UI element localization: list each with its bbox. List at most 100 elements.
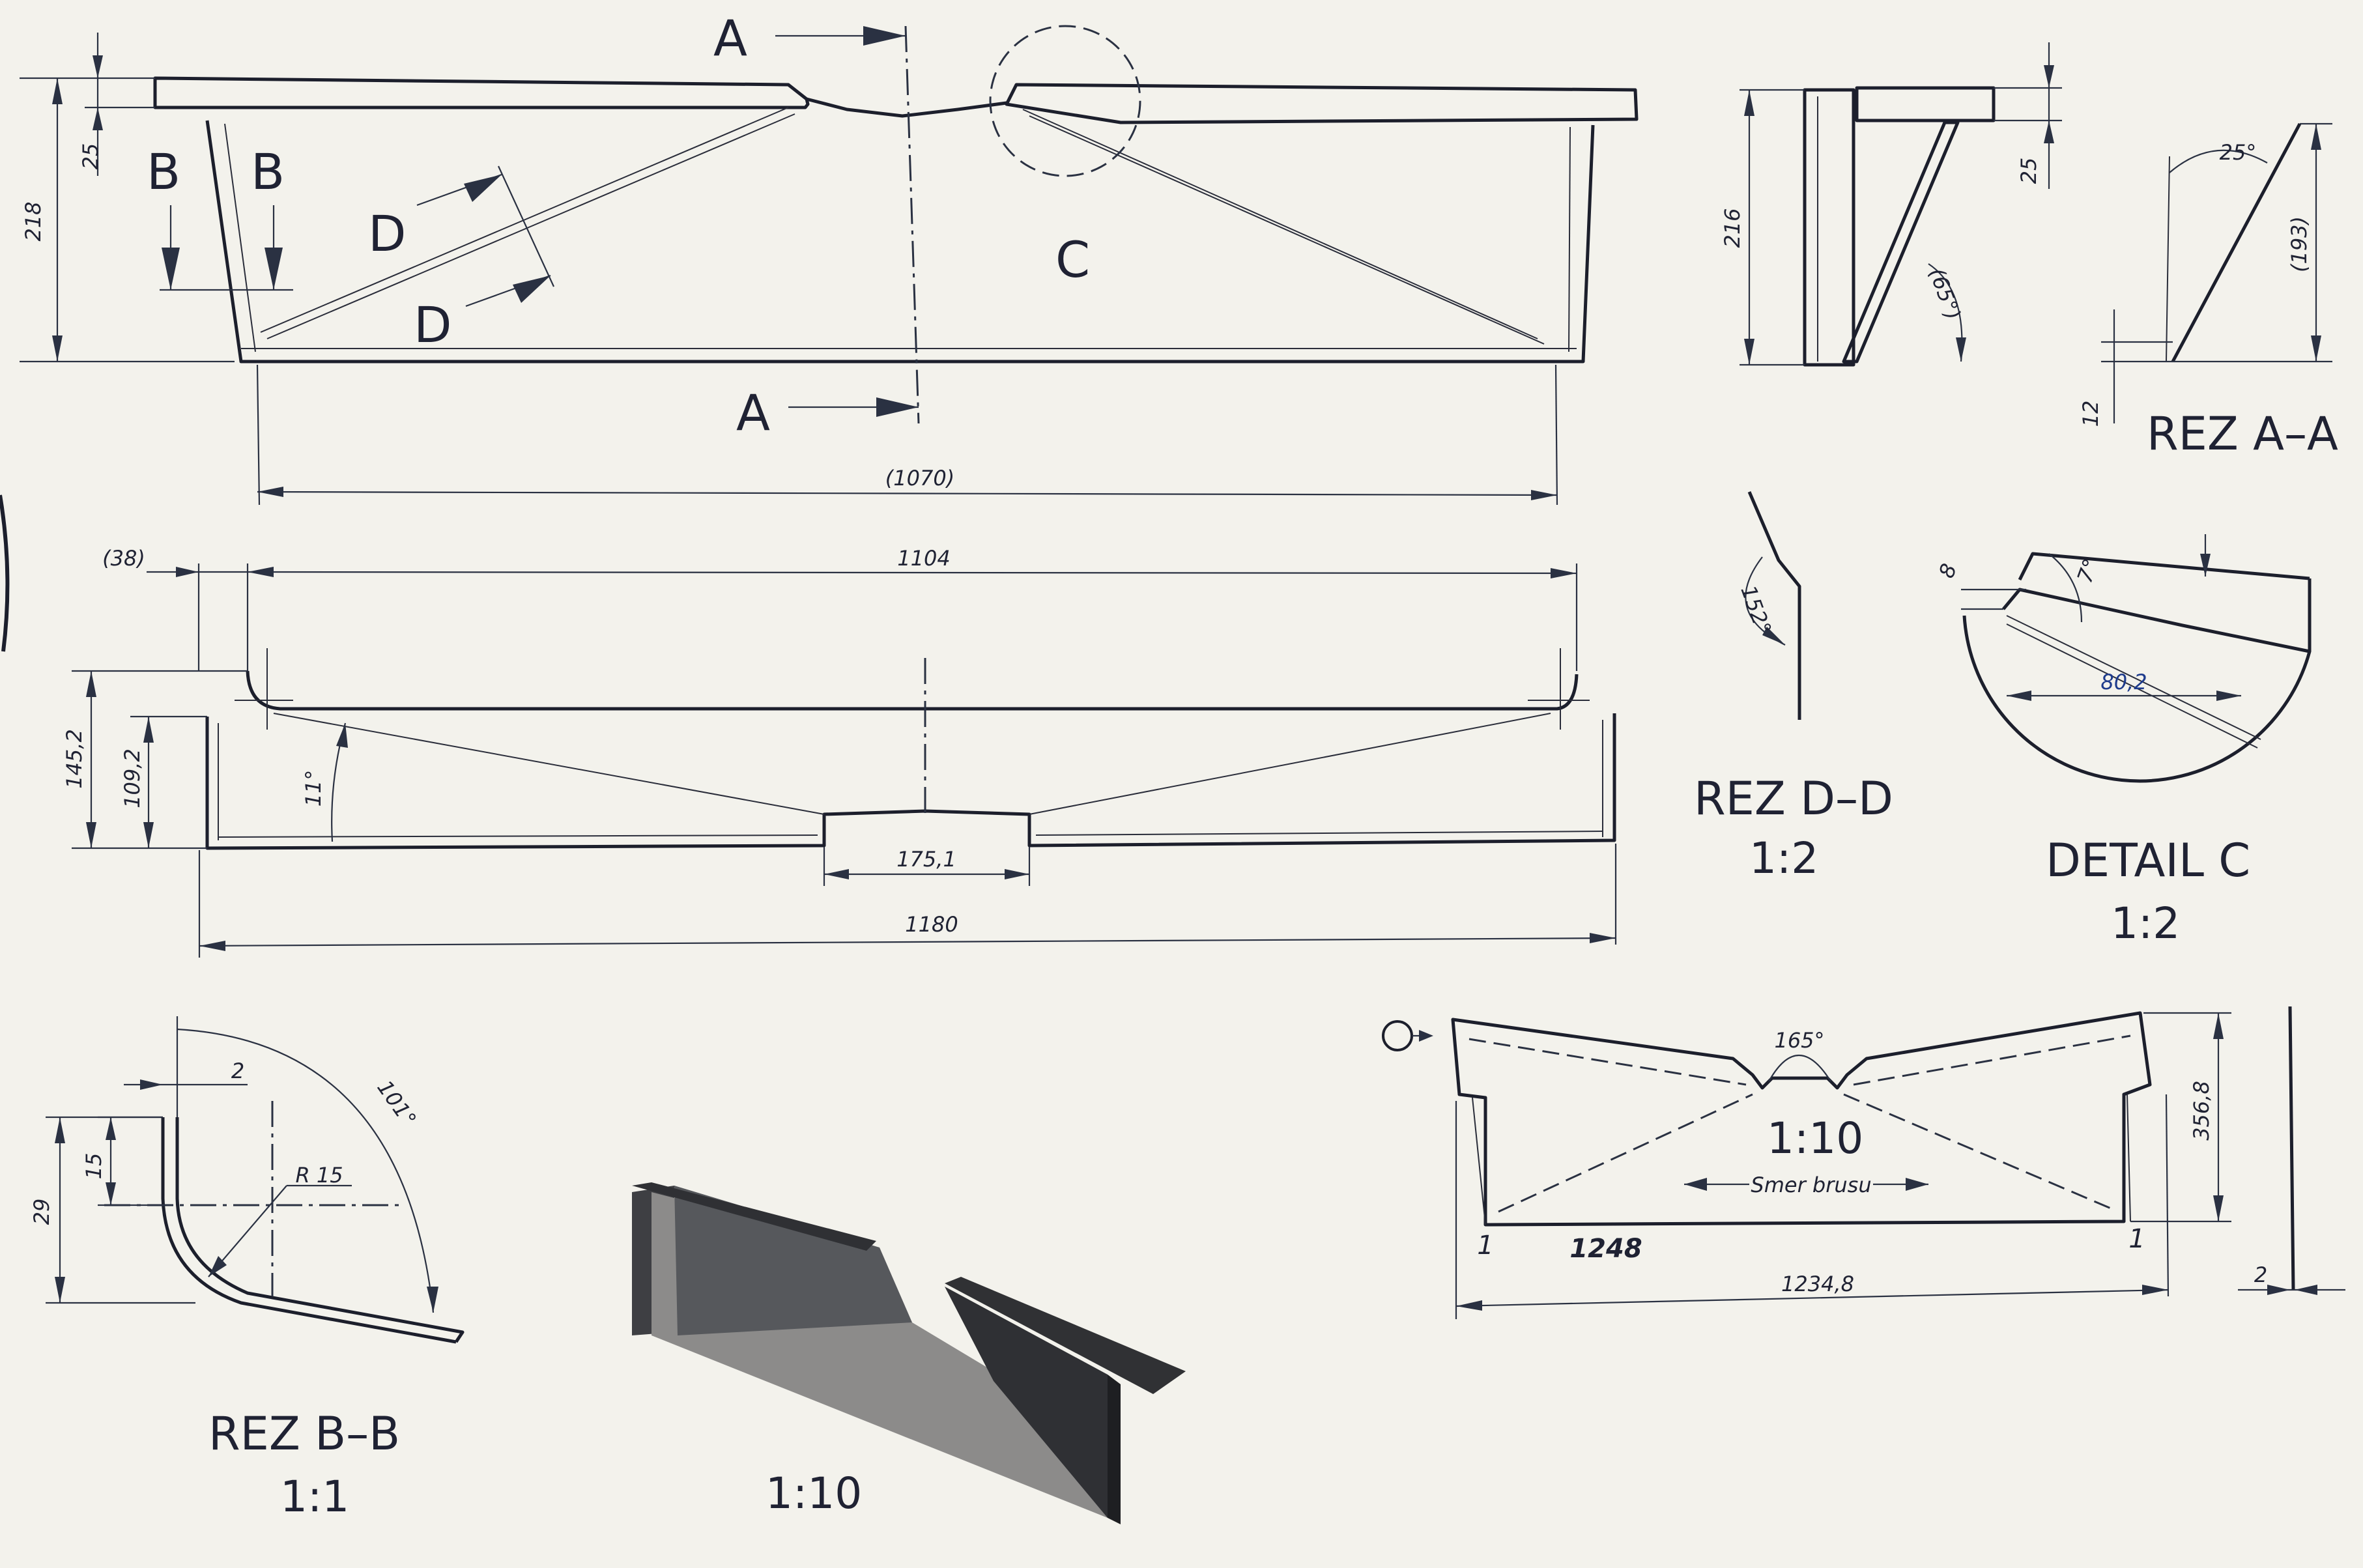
top-view-inner-bottom-left <box>218 834 818 838</box>
dim-11-text: 11° <box>301 770 326 807</box>
dim-25deg-text: 25° <box>2220 140 2257 165</box>
flat-pattern-bend-mark-right: 1 <box>2128 1224 2145 1254</box>
dim-15-arrow-bottom <box>106 1182 116 1205</box>
dim-1070-text: (1070) <box>885 466 954 491</box>
dim-152-text: 152° <box>1736 582 1776 638</box>
section-aa-slope <box>1842 121 1960 363</box>
dim-216-arrow-top <box>1744 90 1754 116</box>
dim-1234-ext-right <box>2165 1094 2170 1297</box>
front-view-left-flange <box>153 76 810 109</box>
section-dd-profile <box>1747 491 1801 720</box>
dim-1180-line <box>199 937 1616 947</box>
dim-218-arrow-bottom <box>52 335 63 362</box>
flat-pattern-left-edge <box>1472 1097 1486 1225</box>
front-view-diagonal-left-b <box>266 113 795 339</box>
flat-pattern: 165° 1:10 Smer brusu 1248 1 1 356,8 1234… <box>1382 1006 2345 1319</box>
dim-356-text: 356,8 <box>2189 1081 2214 1141</box>
model-view: 1:10 <box>632 1182 1186 1524</box>
dim-1234-arrow-right <box>2142 1285 2168 1295</box>
section-aa-detail-vertical <box>2166 156 2170 362</box>
dim-aa-25-arrow-bottom <box>2044 121 2054 143</box>
front-view-body <box>205 120 1595 363</box>
dim-r15-text: R 15 <box>295 1163 343 1188</box>
dim-216-text: 216 <box>1720 208 1745 248</box>
dim-165-arc <box>1768 1055 1831 1082</box>
section-dd-scale: 1:2 <box>1749 833 1818 883</box>
top-view-slope-right <box>1029 713 1551 815</box>
model-right-flange <box>945 1277 1186 1394</box>
dim-1234-arrow-left <box>1456 1300 1482 1311</box>
section-dd: 152° REZ D–D 1:2 <box>1694 491 1893 883</box>
section-d-arrow-bottom-head <box>513 276 551 303</box>
dim-25deg-arc <box>2169 149 2268 173</box>
top-view-inner-bottom-right <box>1035 831 1603 836</box>
dim-15-text: 15 <box>81 1153 106 1180</box>
section-aa-detail-slope <box>2171 122 2302 363</box>
dim-11-arrow-top <box>336 723 348 748</box>
flat-pattern-right-edge <box>2127 1094 2131 1222</box>
flat-pattern-start-marker-arrow <box>1419 1030 1433 1042</box>
section-dd-title: REZ D–D <box>1694 772 1893 825</box>
dim-2-thick-arrow-left <box>2267 1285 2290 1295</box>
dim-2-thick-arrow-right <box>2295 1285 2317 1295</box>
dim-193-arrow-top <box>2311 124 2321 150</box>
dim-218-text: 218 <box>21 201 46 241</box>
dim-193-arrow-bottom <box>2311 335 2321 362</box>
dim-356-arrow-top <box>2213 1013 2224 1039</box>
dim-152-arrow <box>1762 627 1785 645</box>
dim-aa-25-text: 25 <box>2016 158 2041 184</box>
dim-109-text: 109,2 <box>120 748 145 808</box>
detail-c-circle <box>989 25 1141 177</box>
dim-1070-ext-left <box>256 364 261 506</box>
detail-c-slope <box>2002 588 2310 653</box>
dim-1070-arrow-left <box>257 487 283 497</box>
detail-c-boundary <box>1962 578 2312 783</box>
dim-2-text: 2 <box>231 1059 244 1083</box>
dim-1234-text: 1234,8 <box>1781 1272 1854 1296</box>
detail-c-label: C <box>1055 231 1090 289</box>
front-view-diagonal-left-a <box>260 107 789 333</box>
grain-arrow-right-head <box>1906 1178 1928 1191</box>
flat-pattern-bend-right <box>1853 1034 2131 1086</box>
dim-145-arrow-top <box>86 671 96 697</box>
section-a-top-arrowhead <box>863 26 906 46</box>
dim-1104-arrow-left <box>248 567 274 577</box>
dim-80-arrow-right <box>2216 691 2241 701</box>
dim-25-arrow-bottom <box>93 107 103 130</box>
detail-c-scale: 1:2 <box>2111 898 2180 948</box>
dim-29-text: 29 <box>29 1199 54 1225</box>
dim-175-arrow-left <box>824 869 849 879</box>
flat-pattern-thickness-view <box>2288 1006 2295 1290</box>
front-view-right-flange <box>1005 83 1639 124</box>
dim-193-text: (193) <box>2287 216 2312 272</box>
dim-2-arrow-left <box>140 1079 163 1090</box>
dim-175-text: 175,1 <box>896 847 956 872</box>
dim-65-text: (65°) <box>1925 264 1966 323</box>
model-right-wall <box>1108 1375 1121 1524</box>
dim-7-marker-arrow <box>2200 554 2211 577</box>
dim-25-arrow-top <box>93 55 103 78</box>
detail-c-title: DETAIL C <box>2046 834 2250 887</box>
top-view-back-edge <box>246 670 1579 711</box>
detail-c-diagonal-b <box>2006 623 2258 748</box>
section-bb-title: REZ B–B <box>208 1407 400 1461</box>
flat-pattern-diag-left <box>1498 1093 1753 1213</box>
top-view: (38) 1104 145,2 109,2 11° 175,1 <box>62 546 1617 958</box>
section-b-label-left: B <box>147 143 180 201</box>
sheet-edge-mark <box>0 494 10 652</box>
dim-15-arrow-top <box>106 1117 116 1140</box>
dim-1180-text: 1180 <box>905 912 958 937</box>
detail-c-flange <box>2018 552 2310 581</box>
dim-2-thick-text: 2 <box>2254 1262 2267 1287</box>
section-bb-profile-outer <box>161 1117 457 1344</box>
dim-7-arc <box>2048 553 2083 623</box>
dim-109-arrow-bottom <box>143 822 154 848</box>
dim-145-arrow-bottom <box>86 822 96 848</box>
dim-218-arrow-top <box>52 78 63 104</box>
section-bb-scale: 1:1 <box>280 1472 349 1522</box>
section-a-bottom-label: A <box>736 384 770 442</box>
grain-arrow-left-head <box>1684 1178 1707 1191</box>
dim-109-arrow-top <box>143 717 154 743</box>
front-view-inner-left <box>224 123 256 352</box>
flat-pattern-scale: 1:10 <box>1767 1113 1863 1163</box>
